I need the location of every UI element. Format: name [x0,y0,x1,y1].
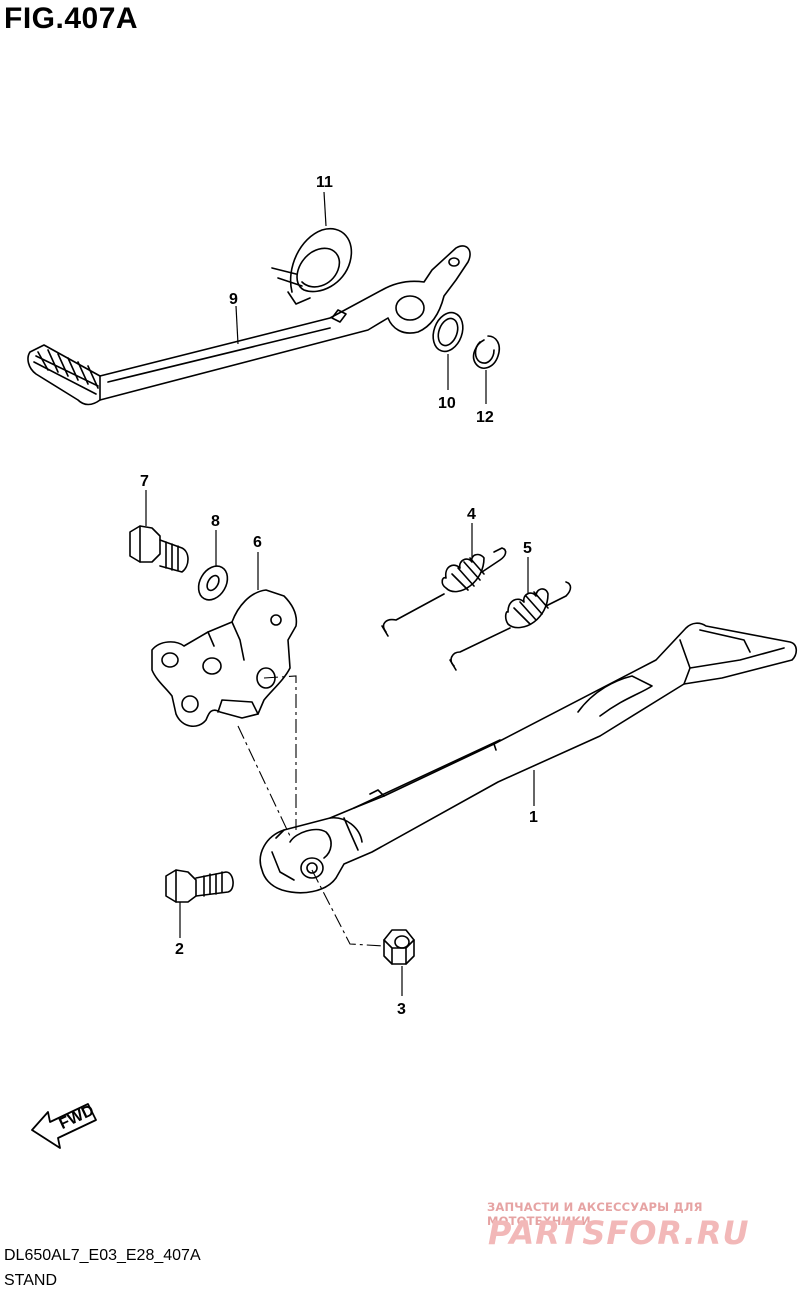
part-7-bolt [129,525,189,573]
watermark-tagline: ЗАПЧАСТИ И АКСЕССУАРЫ ДЛЯ МОТОТЕХНИКИ [487,1200,703,1228]
callout-11: 11 [316,174,333,191]
figure-title: FIG.407A [4,2,139,35]
callout-3: 3 [397,1001,406,1018]
callout-2: 2 [175,941,184,958]
callout-12: 12 [476,409,494,426]
part-5-spring [449,581,572,671]
callout-5: 5 [523,540,532,557]
part-10-washer [432,311,464,353]
part-12-circlip [472,335,501,369]
fwd-arrow-icon [31,1103,97,1149]
callout-6: 6 [253,534,262,551]
callout-8: 8 [211,513,220,530]
part-6-bracket [151,589,298,727]
figure-code: DL650AL7_E03_E28_407A [4,1247,201,1264]
callout-4: 4 [467,506,476,523]
callout-9: 9 [229,291,238,308]
part-3-nut [383,929,415,965]
figure-name: STAND [4,1272,58,1289]
part-9-brake-pedal [27,245,471,406]
leader-lines [145,191,535,996]
callout-7: 7 [140,473,149,490]
part-4-spring [381,547,507,637]
watermark-logo: PARTSFOR.RU [488,1214,750,1252]
part-1-side-stand [259,622,798,894]
part-2-bolt [165,869,234,903]
callout-1: 1 [529,809,538,826]
part-8-washer [197,565,229,601]
callout-numbers: 11 9 10 12 7 8 6 4 5 1 2 3 [140,174,538,1018]
assembly-lines [237,675,385,947]
part-11-spring [271,227,353,305]
callout-10: 10 [438,395,456,412]
